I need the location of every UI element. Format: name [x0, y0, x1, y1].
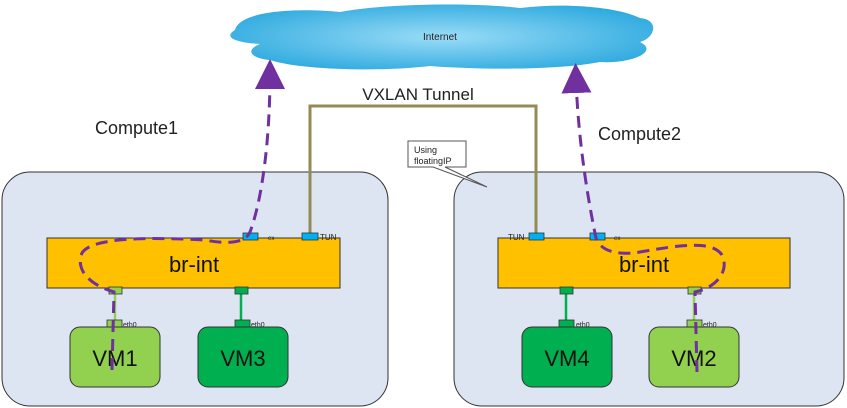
compute2-tun-port — [528, 232, 545, 241]
vm4-box — [521, 326, 613, 388]
vm1-box — [69, 326, 161, 388]
vm2-label: VM2 — [671, 346, 716, 371]
callout-line2: floatingIP — [414, 156, 452, 166]
vm2-iface-label: eth0 — [703, 322, 717, 329]
vm3-eth0-port — [234, 319, 251, 328]
floating-ip-callout: Using floatingIP — [407, 140, 488, 188]
vm3-box — [197, 326, 289, 388]
compute1-title: Compute1 — [95, 118, 178, 138]
compute2-ex-port — [589, 232, 606, 241]
compute1-tun-label: TUN — [320, 233, 337, 242]
vm1-label: VM1 — [92, 346, 137, 371]
vm2-internet-path — [561, 63, 726, 373]
vm4-iface-label: eth0 — [576, 322, 590, 329]
vm3-br-port — [234, 286, 249, 295]
vm1-iface-label: eth0 — [123, 322, 137, 329]
vm4-br-port — [559, 286, 574, 295]
vm3-label: VM3 — [220, 346, 265, 371]
callout-line1: Using — [414, 145, 437, 155]
compute1-host — [1, 171, 389, 407]
vm4-label: VM4 — [544, 346, 589, 371]
vm3-iface-label: eth0 — [251, 322, 265, 329]
compute1-ex-label: ex — [268, 236, 274, 242]
vxlan-tunnel-label: VXLAN Tunnel — [362, 85, 474, 104]
internet-label: Internet — [423, 32, 457, 43]
internet-cloud: Internet — [230, 4, 654, 70]
compute1-bridge-label: br-int — [169, 252, 219, 277]
vm2-box — [648, 326, 740, 388]
compute2-title: Compute2 — [598, 124, 681, 144]
compute2-br-int — [497, 237, 791, 289]
compute1-tun-port — [301, 232, 319, 241]
vm4-eth0-port — [558, 319, 575, 328]
compute2-bridge-label: br-int — [619, 252, 669, 277]
vxlan-tunnel-line — [308, 104, 538, 236]
compute2-ex-label: ex — [614, 236, 620, 242]
vm1-internet-path — [78, 59, 285, 371]
compute2-tun-label: TUN — [508, 233, 525, 242]
